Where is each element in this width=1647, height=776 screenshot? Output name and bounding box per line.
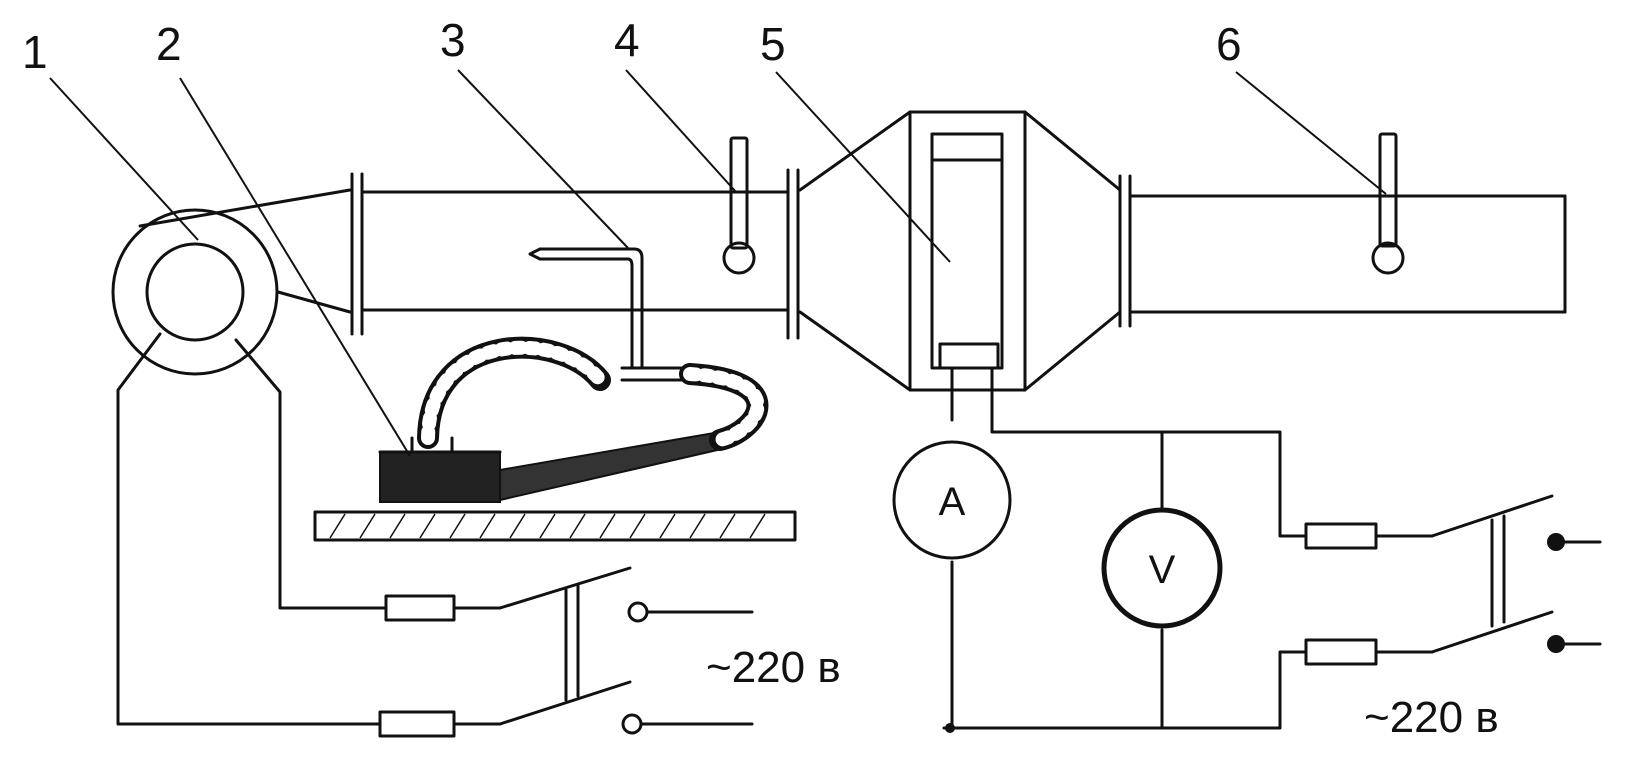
label-5: 5 [760, 18, 786, 70]
heater-circuit [942, 366, 1602, 733]
label-6: 6 [1216, 18, 1242, 70]
leader-lines [49, 69, 1387, 457]
supply-voltage-left: ~220 в [706, 643, 841, 692]
pressure-probe [528, 247, 692, 382]
voltmeter: V [1101, 507, 1223, 629]
ammeter-symbol: A [939, 480, 966, 524]
voltmeter-symbol: V [1149, 548, 1176, 592]
label-4: 4 [614, 14, 640, 66]
supply-voltage-right: ~220 в [1364, 693, 1499, 742]
label-3: 3 [440, 14, 466, 66]
manometer [313, 336, 797, 542]
outlet-duct [1128, 194, 1567, 314]
label-1: 1 [22, 26, 48, 78]
fan [111, 188, 352, 376]
ammeter: A [892, 440, 1012, 560]
fan-circuit [116, 332, 754, 738]
thermometer-6 [1371, 132, 1405, 275]
label-2: 2 [156, 18, 182, 70]
test-section [798, 110, 1132, 392]
thermometer-4 [722, 136, 756, 275]
